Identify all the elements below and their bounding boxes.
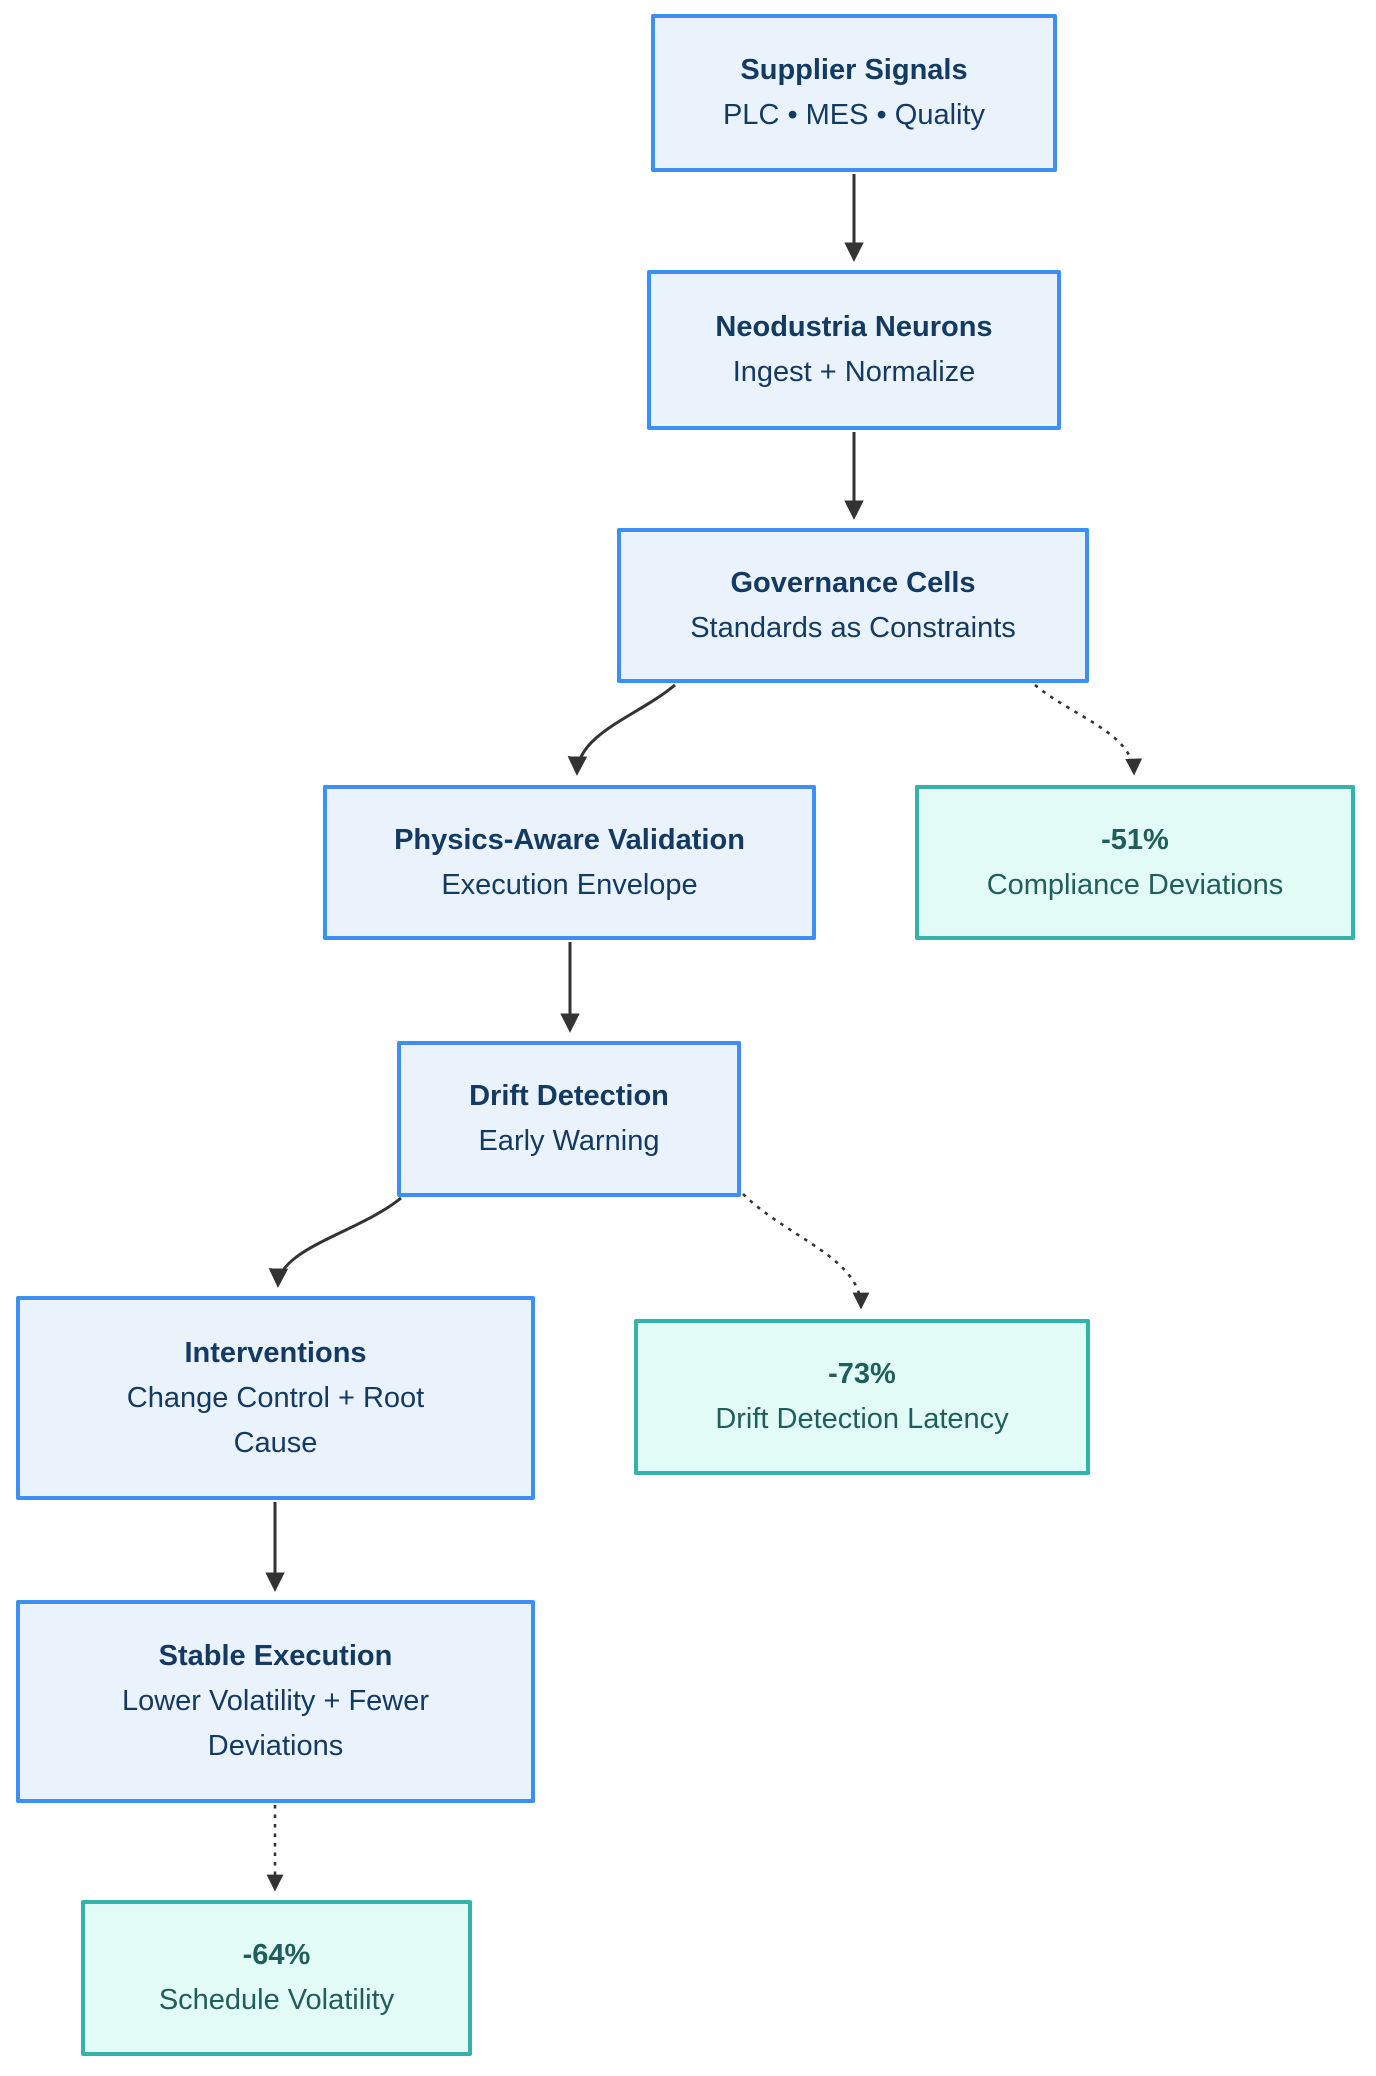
node-subtitle-line: Execution Envelope xyxy=(441,868,698,901)
node-subtitle-line: Compliance Deviations xyxy=(986,868,1284,901)
node-title: Drift Detection xyxy=(469,1080,669,1112)
node-title: Stable Execution xyxy=(158,1640,393,1672)
node-subtitle-line: PLC • MES • Quality xyxy=(722,99,986,131)
node-subtitle-line: Lower Volatility + Fewer xyxy=(121,1685,430,1717)
edge-governance-to-physics xyxy=(567,683,676,776)
node-subtitle-line: Cause xyxy=(233,1426,318,1459)
node-title: -64% xyxy=(242,1939,311,1971)
edge-drift-to-interventions xyxy=(268,1196,402,1288)
node-title: -51% xyxy=(1101,823,1169,856)
node-volatility: -64% Schedule Volatility xyxy=(81,1900,472,2056)
edge-governance-to-compliance xyxy=(1034,684,1143,776)
node-latency: -73% Drift Detection Latency xyxy=(634,1319,1090,1475)
node-title: Interventions xyxy=(184,1336,367,1369)
node-title: Governance Cells xyxy=(730,566,976,599)
node-subtitle-line: Schedule Volatility xyxy=(158,1984,395,2016)
node-subtitle-line: Deviations xyxy=(207,1730,344,1762)
node-title: Supplier Signals xyxy=(740,54,968,86)
node-title: Physics-Aware Validation xyxy=(394,823,745,856)
node-subtitle-line: Standards as Constraints xyxy=(690,611,1016,644)
node-subtitle-line: Early Warning xyxy=(478,1125,660,1157)
node-title: -73% xyxy=(828,1358,896,1390)
node-subtitle-line: Change Control + Root xyxy=(126,1381,425,1414)
node-compliance: -51% Compliance Deviations xyxy=(915,785,1355,940)
node-subtitle-line: Ingest + Normalize xyxy=(732,356,976,388)
node-subtitle-line: Drift Detection Latency xyxy=(715,1403,1009,1435)
edge-drift-to-latency xyxy=(742,1193,870,1310)
node-title: Neodustria Neurons xyxy=(715,311,993,343)
